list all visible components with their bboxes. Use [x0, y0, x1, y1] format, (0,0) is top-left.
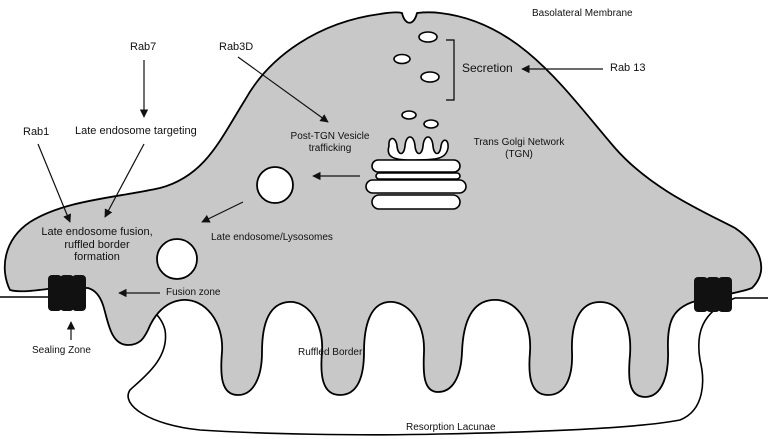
label-ruffled-border: Ruffled Border [298, 347, 363, 358]
label-rab7: Rab7 [130, 41, 157, 53]
label-late-endosome-fusion: Late endosome fusion, ruffled border for… [32, 226, 162, 264]
arrow-rab3d [237, 56, 329, 123]
label-tgn-line2: (TGN) [505, 148, 533, 160]
label-fusion-zone: Fusion zone [166, 287, 221, 298]
label-rab1: Rab1 [23, 126, 50, 138]
label-secretion: Secretion [462, 61, 513, 75]
label-fusion-line1: Late endosome fusion, [41, 226, 153, 238]
arrow-rab1 [37, 143, 72, 223]
arrow-targeting [104, 143, 145, 218]
label-sealing-zone: Sealing Zone [32, 345, 91, 356]
sealing-zone-left [48, 275, 86, 311]
late-endosome-vesicle [256, 166, 294, 204]
label-rab13: Rab 13 [610, 62, 646, 74]
label-late-endosome-targeting: Late endosome targeting [75, 125, 197, 137]
sealing-zone-right [694, 277, 732, 312]
label-tgn-line1: Trans Golgi Network [473, 137, 565, 148]
tgn-stack [365, 136, 467, 210]
label-basolateral-membrane: Basolateral Membrane [532, 8, 633, 19]
label-resorption-lacunae: Resorption Lacunae [406, 422, 496, 433]
label-post-tgn-line1: Post-TGN Vesicle [290, 131, 370, 142]
arrow-to-lysosome [201, 201, 244, 223]
label-late-endosome-lysosomes: Late endosome/Lysosomes [211, 232, 333, 243]
lysosome-vesicle [156, 238, 198, 280]
label-fusion-line3: formation [74, 251, 120, 264]
bone-surface-outline [0, 296, 768, 436]
label-fusion-line2: ruffled border [64, 238, 130, 251]
label-tgn: Trans Golgi Network (TGN) [464, 137, 574, 160]
label-post-tgn-line2: trafficking [308, 142, 352, 154]
label-post-tgn: Post-TGN Vesicle trafficking [284, 131, 376, 154]
secretory-vesicles [393, 31, 440, 129]
secretion-bracket [446, 39, 455, 101]
label-rab3d: Rab3D [219, 41, 254, 53]
